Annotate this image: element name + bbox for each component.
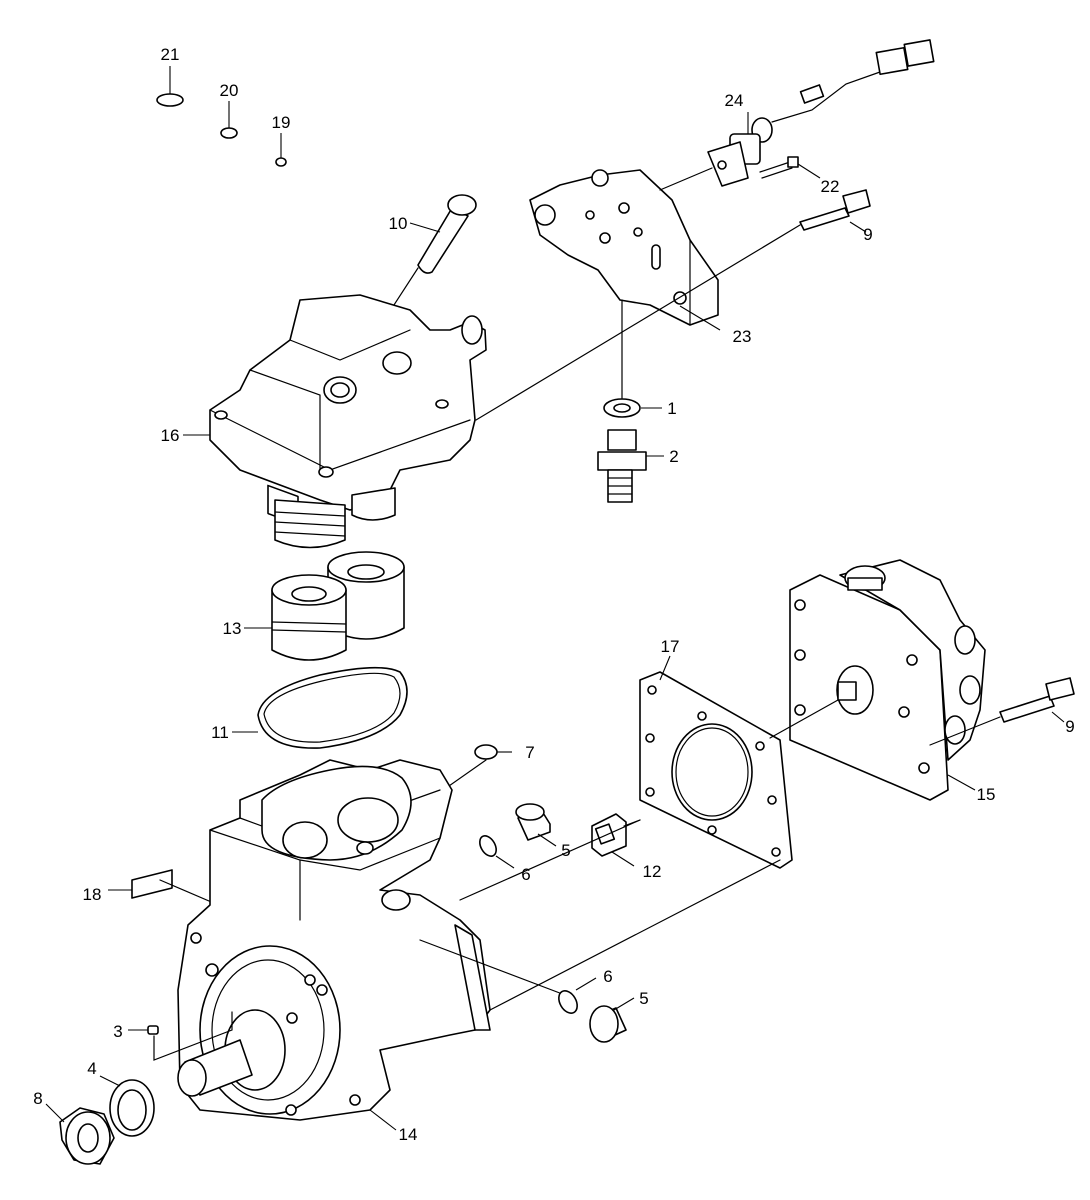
feed-pump-cover-15 xyxy=(769,559,986,801)
callout-c7: 7 xyxy=(525,743,534,762)
callout-c19: 19 xyxy=(272,113,291,132)
callout-c9a: 9 xyxy=(863,225,872,244)
o-ring-20 xyxy=(220,101,238,139)
washer-1 xyxy=(603,299,662,418)
callout-c17: 17 xyxy=(661,637,680,656)
bolt-10 xyxy=(339,194,477,389)
callout-c14: 14 xyxy=(399,1125,418,1144)
callout-c24: 24 xyxy=(725,91,744,110)
assembly-axis-upper xyxy=(475,224,801,421)
callout-c1: 1 xyxy=(667,399,676,418)
gasket-plate-17 xyxy=(639,655,793,869)
callout-c21: 21 xyxy=(161,45,180,64)
nut-8 xyxy=(45,1103,115,1165)
tappets-13 xyxy=(244,551,405,661)
callout-c8: 8 xyxy=(33,1089,42,1108)
seal-ring-11 xyxy=(232,666,408,749)
plug-12 xyxy=(591,813,641,867)
o-ring-6-upper xyxy=(479,835,515,869)
callout-c23: 23 xyxy=(733,327,752,346)
callout-c9b: 9 xyxy=(1065,717,1074,736)
callout-c6b: 6 xyxy=(603,967,612,986)
callout-c13: 13 xyxy=(223,619,242,638)
pump-head-16 xyxy=(183,294,487,549)
o-ring-6-lower xyxy=(558,977,597,1014)
callout-c10: 10 xyxy=(389,214,408,233)
o-ring-21 xyxy=(156,66,184,107)
callout-c12: 12 xyxy=(643,862,662,881)
key-3 xyxy=(128,1011,233,1061)
callout-c2: 2 xyxy=(669,447,678,466)
sensor-24 xyxy=(707,39,935,187)
fitting-2 xyxy=(597,429,664,503)
callout-c3: 3 xyxy=(113,1022,122,1041)
callout-c16: 16 xyxy=(161,426,180,445)
callout-c5b: 5 xyxy=(639,989,648,1008)
callout-c18: 18 xyxy=(83,885,102,904)
pump-housing-14 xyxy=(177,759,781,1131)
plug-5-upper xyxy=(515,803,557,847)
callout-c11: 11 xyxy=(211,723,229,742)
washer-4 xyxy=(99,1075,155,1137)
callout-c20: 20 xyxy=(220,81,239,100)
bolt-9-lower xyxy=(929,677,1075,746)
callout-c6a: 6 xyxy=(521,865,530,884)
plug-5-lower xyxy=(589,997,635,1043)
callout-c15: 15 xyxy=(977,785,996,804)
bolt-9-upper xyxy=(799,189,871,233)
callout-c22: 22 xyxy=(821,177,840,196)
callout-c4: 4 xyxy=(87,1059,96,1078)
assembly-axis-sensor xyxy=(659,167,713,191)
callout-c5a: 5 xyxy=(561,841,570,860)
o-ring-19 xyxy=(275,133,287,167)
screw-22 xyxy=(759,156,821,179)
bracket-23 xyxy=(529,169,721,331)
